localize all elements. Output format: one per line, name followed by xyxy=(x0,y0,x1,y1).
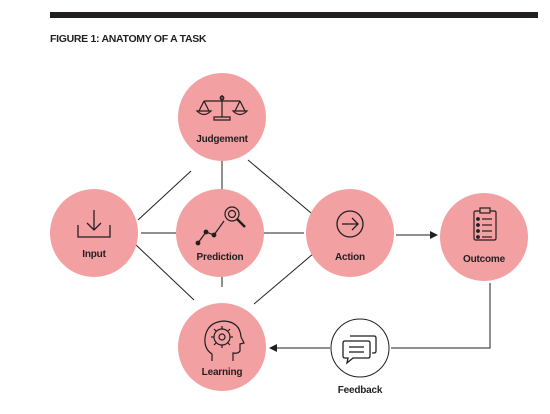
connectors xyxy=(134,159,491,352)
node-feedback: Feedback xyxy=(330,318,390,396)
node-action-label: Action xyxy=(335,252,365,263)
magnifier-trend-icon xyxy=(195,206,246,246)
feedback-loop-line xyxy=(391,283,491,349)
connector-judgement-action xyxy=(247,159,318,219)
head-gear-icon xyxy=(204,320,245,361)
arrow-right-circle-icon xyxy=(336,210,364,238)
node-judgement: Judgement xyxy=(178,73,266,161)
connector-learning-action xyxy=(253,247,321,305)
connector-input-judgement xyxy=(137,170,192,221)
node-judgement-label: Judgement xyxy=(196,134,248,145)
scales-icon xyxy=(195,95,249,121)
connector-input-learning xyxy=(134,243,195,301)
node-learning: Learning xyxy=(178,303,266,391)
figure-title: FIGURE 1: ANATOMY OF A TASK xyxy=(50,33,207,45)
chat-bubbles-icon xyxy=(342,335,377,365)
node-prediction-label: Prediction xyxy=(197,252,244,263)
node-action: Action xyxy=(306,189,394,277)
node-outcome: Outcome xyxy=(440,193,528,281)
node-prediction: Prediction xyxy=(176,189,264,277)
clipboard-list-icon xyxy=(473,207,497,241)
node-input-label: Input xyxy=(82,249,106,260)
node-outcome-label: Outcome xyxy=(463,254,506,265)
node-feedback-label: Feedback xyxy=(338,385,383,396)
node-input: Input xyxy=(50,189,138,277)
top-rule xyxy=(50,12,538,18)
download-tray-icon xyxy=(77,210,111,238)
node-learning-label: Learning xyxy=(202,367,243,378)
